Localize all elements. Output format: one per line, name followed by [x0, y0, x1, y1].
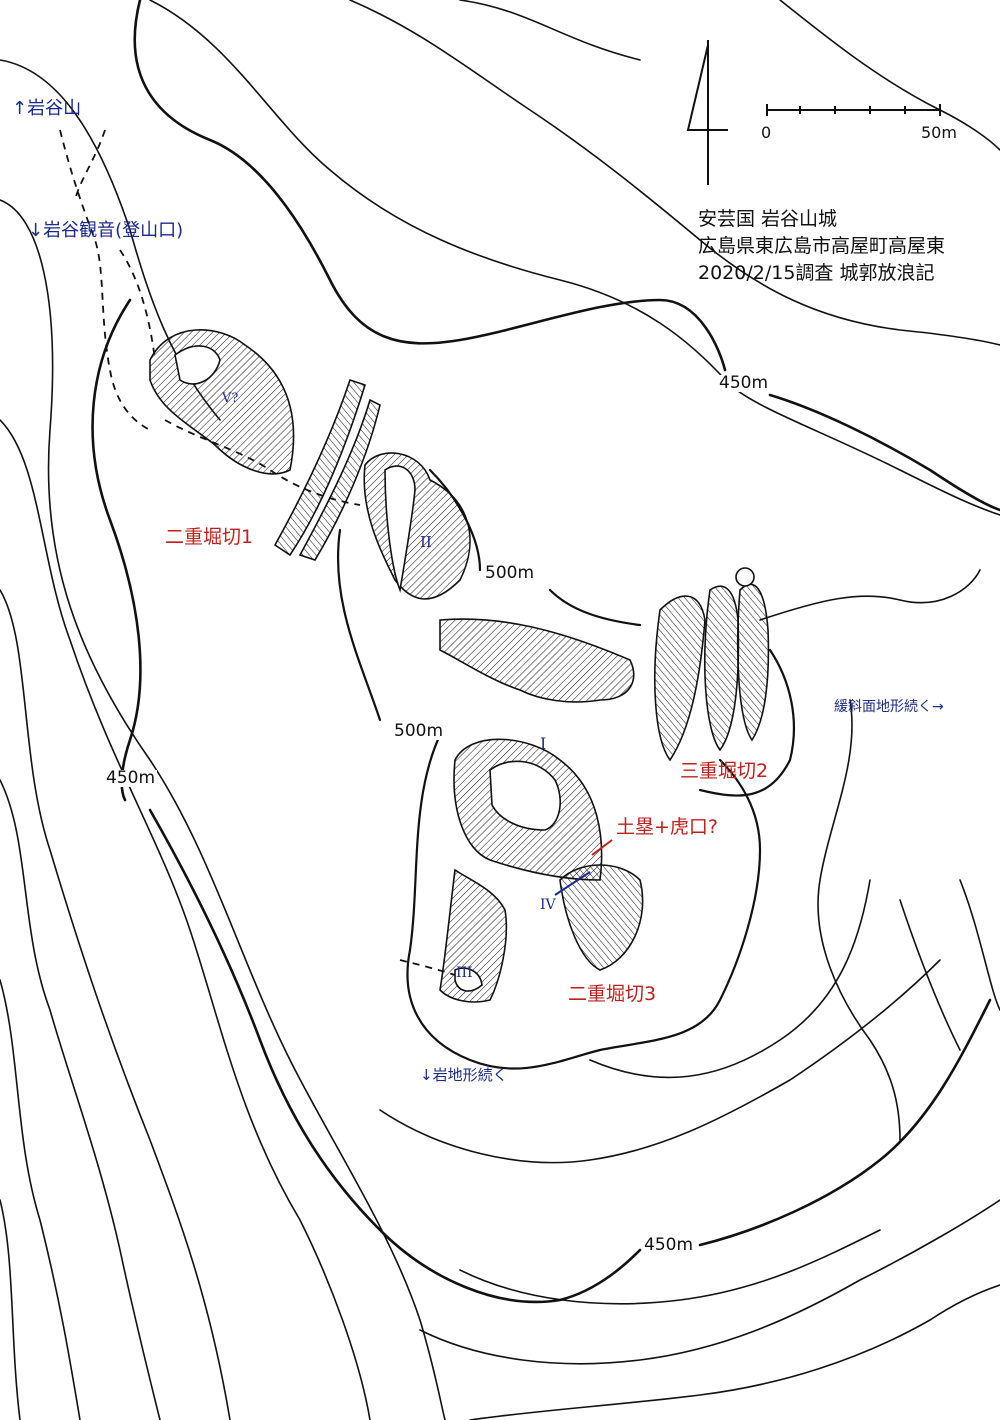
- contour-line: [419, 1199, 1000, 1365]
- nav-summit: ↑岩谷山: [12, 98, 82, 119]
- contour-label-450-bottom: 450m: [642, 1235, 696, 1255]
- contour-line-450: [133, 0, 727, 372]
- contour-line: [149, 0, 1000, 516]
- moat-2-bank: [704, 585, 740, 752]
- contour-label-450-top: 450m: [717, 373, 771, 393]
- label-triple-moat-2: 三重堀切2: [680, 760, 769, 782]
- contour-line-500: [698, 648, 796, 797]
- enclosure-label-iv: IV: [540, 897, 556, 913]
- trail-dashed: [74, 129, 106, 201]
- contour-line: [759, 569, 981, 621]
- title-block: 安芸国 岩谷山城 広島県東広島市高屋町高屋東 2020/2/15調査 城郭放浪記: [698, 206, 945, 287]
- contour-line: [0, 979, 81, 1420]
- enclosure-iii: [454, 967, 483, 992]
- scale-start: 0: [761, 123, 772, 142]
- trail-dashed: [119, 249, 156, 361]
- contour-line: [959, 879, 1000, 1011]
- contour-line: [459, 1229, 881, 1305]
- contour-line: [0, 589, 231, 1420]
- contour-line: [0, 419, 371, 1420]
- enclosure-label-i: I: [540, 734, 547, 753]
- contour-line-500: [336, 528, 762, 1070]
- survey-text: 2020/2/15調査 城郭放浪記: [698, 262, 935, 284]
- iv-pointer: [554, 871, 591, 896]
- slope-hatch-ii: [363, 452, 471, 600]
- scale-end: 50m: [921, 123, 957, 142]
- nav-rocky: ↓岩地形続く: [420, 1066, 508, 1084]
- contour-line: [817, 699, 901, 1141]
- moat-1-bank: [298, 398, 381, 561]
- moat-2-bank: [736, 583, 770, 742]
- contour-line: [779, 0, 1000, 151]
- moat-3-bank: [559, 864, 644, 971]
- moat-1-bank: [273, 378, 366, 557]
- enclosure-i: [489, 760, 561, 831]
- enclosure-label-iii: III: [456, 965, 473, 981]
- knob: [735, 567, 755, 587]
- location-text: 広島県東広島市高屋町高屋東: [698, 235, 946, 257]
- moat-2-bank: [654, 595, 706, 762]
- nav-trailhead: ↓岩谷観音(登山口): [28, 220, 184, 241]
- gate-pointer: [591, 839, 613, 856]
- contour-line-450: [698, 998, 992, 1247]
- contour-line: [469, 1284, 1000, 1420]
- label-earthwork-gate: 土塁+虎口?: [616, 816, 719, 838]
- label-double-moat-1: 二重堀切1: [165, 526, 254, 548]
- contour-line: [349, 0, 1000, 346]
- north-arrow-icon: [686, 40, 728, 185]
- contour-line-450: [768, 393, 1000, 512]
- castle-earthworks: [149, 329, 770, 1003]
- enclosure-ii: [384, 465, 416, 593]
- contour-label-500-left: 500m: [392, 721, 446, 741]
- scale-bar: [766, 104, 941, 116]
- enclosure-v: [174, 345, 221, 385]
- contour-label-450-left: 450m: [104, 768, 158, 788]
- contour-line: [379, 959, 941, 1164]
- contour-line: [459, 0, 641, 61]
- enclosure-label-v: V?: [222, 391, 239, 406]
- contour-line: [899, 899, 961, 1051]
- label-double-moat-3: 二重堀切3: [568, 983, 657, 1005]
- enclosure-label-ii: II: [420, 533, 432, 551]
- contour-line: [589, 879, 871, 1079]
- contour-line: [0, 1199, 21, 1420]
- nav-gentle-slope: 緩斜面地形続く→: [834, 699, 944, 715]
- ridge-slope: [439, 618, 635, 703]
- contour-line: [0, 779, 161, 1420]
- contour-label-500-right: 500m: [483, 563, 537, 583]
- castle-title: 安芸国 岩谷山城: [698, 208, 838, 230]
- contour-line: [0, 199, 446, 1420]
- trail-dashed: [59, 129, 151, 431]
